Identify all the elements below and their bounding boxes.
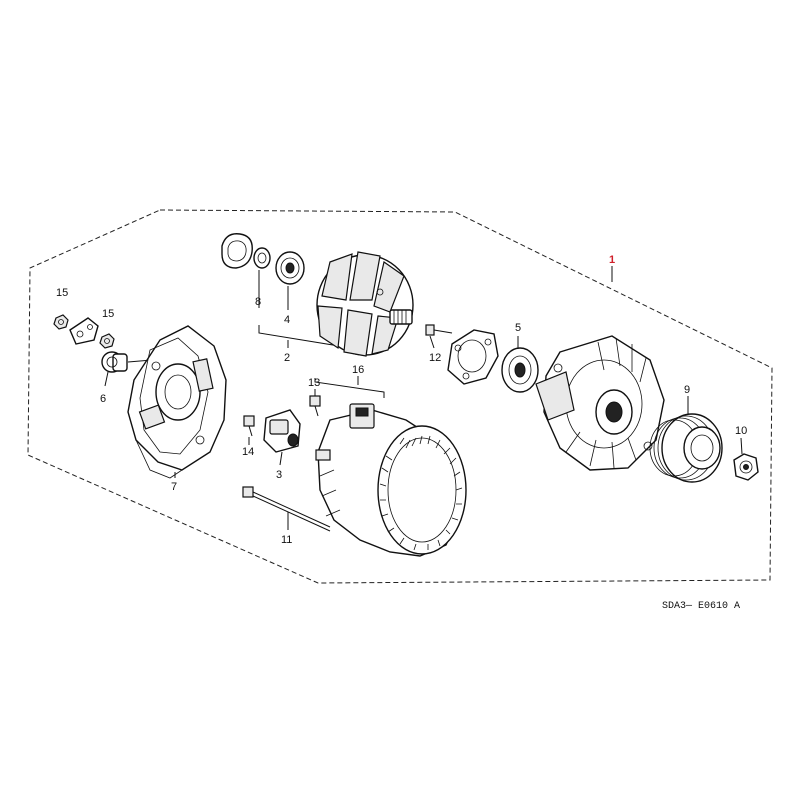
- label-15-right[interactable]: 15: [102, 308, 114, 320]
- label-6[interactable]: 6: [100, 393, 106, 405]
- label-7[interactable]: 7: [171, 481, 177, 493]
- label-3[interactable]: 3: [276, 469, 282, 481]
- leader-6: [104, 371, 109, 387]
- label-2[interactable]: 2: [284, 352, 290, 364]
- part-3-brush-holder[interactable]: [263, 409, 301, 453]
- part-14-screw[interactable]: [243, 415, 255, 437]
- label-12[interactable]: 12: [429, 352, 441, 364]
- part-9-pulley[interactable]: [649, 413, 723, 483]
- assembly-label[interactable]: 1: [609, 254, 615, 266]
- label-10[interactable]: 10: [735, 425, 747, 437]
- label-14[interactable]: 14: [242, 446, 254, 458]
- label-15-left[interactable]: 15: [56, 287, 68, 299]
- part-labels: 15 15 6 7 8 4 2 12 5 13 16 14 3 11 9 10: [56, 287, 747, 546]
- part-8-ring[interactable]: [253, 247, 271, 269]
- part-6-bushing[interactable]: [101, 351, 128, 373]
- leader-3: [279, 451, 283, 466]
- part-16-stator[interactable]: [315, 403, 467, 557]
- label-5[interactable]: 5: [515, 322, 521, 334]
- part-12-bolt[interactable]: [425, 324, 453, 336]
- part-10-nut[interactable]: [733, 453, 759, 481]
- front-housing[interactable]: [535, 335, 665, 471]
- part-4-bearing[interactable]: [275, 251, 305, 285]
- diagram-code: SDA3— E0610 A: [662, 601, 740, 612]
- label-13[interactable]: 13: [308, 377, 320, 389]
- part-5-bearing[interactable]: [501, 347, 539, 393]
- part-2-rotor[interactable]: [316, 251, 414, 357]
- leader-12: [429, 335, 435, 349]
- part-11-through-bolt[interactable]: [242, 486, 331, 532]
- part-15-nut-right[interactable]: [99, 333, 115, 349]
- label-9[interactable]: 9: [684, 384, 690, 396]
- label-11[interactable]: 11: [281, 534, 292, 546]
- part-15-bracket[interactable]: [69, 317, 99, 345]
- part-7-rear-housing[interactable]: [127, 325, 227, 479]
- label-16[interactable]: 16: [352, 364, 364, 376]
- leader-10: [740, 437, 743, 455]
- part-15-nut-left[interactable]: [53, 314, 69, 330]
- label-4[interactable]: 4: [284, 314, 290, 326]
- bracket-16: [314, 378, 385, 398]
- part-8-gasket[interactable]: [221, 233, 253, 269]
- bearing-retainer-plate[interactable]: [447, 329, 499, 385]
- assembly-boundary: [27, 209, 773, 584]
- label-8[interactable]: 8: [255, 296, 261, 308]
- part-13-screw[interactable]: [309, 395, 321, 417]
